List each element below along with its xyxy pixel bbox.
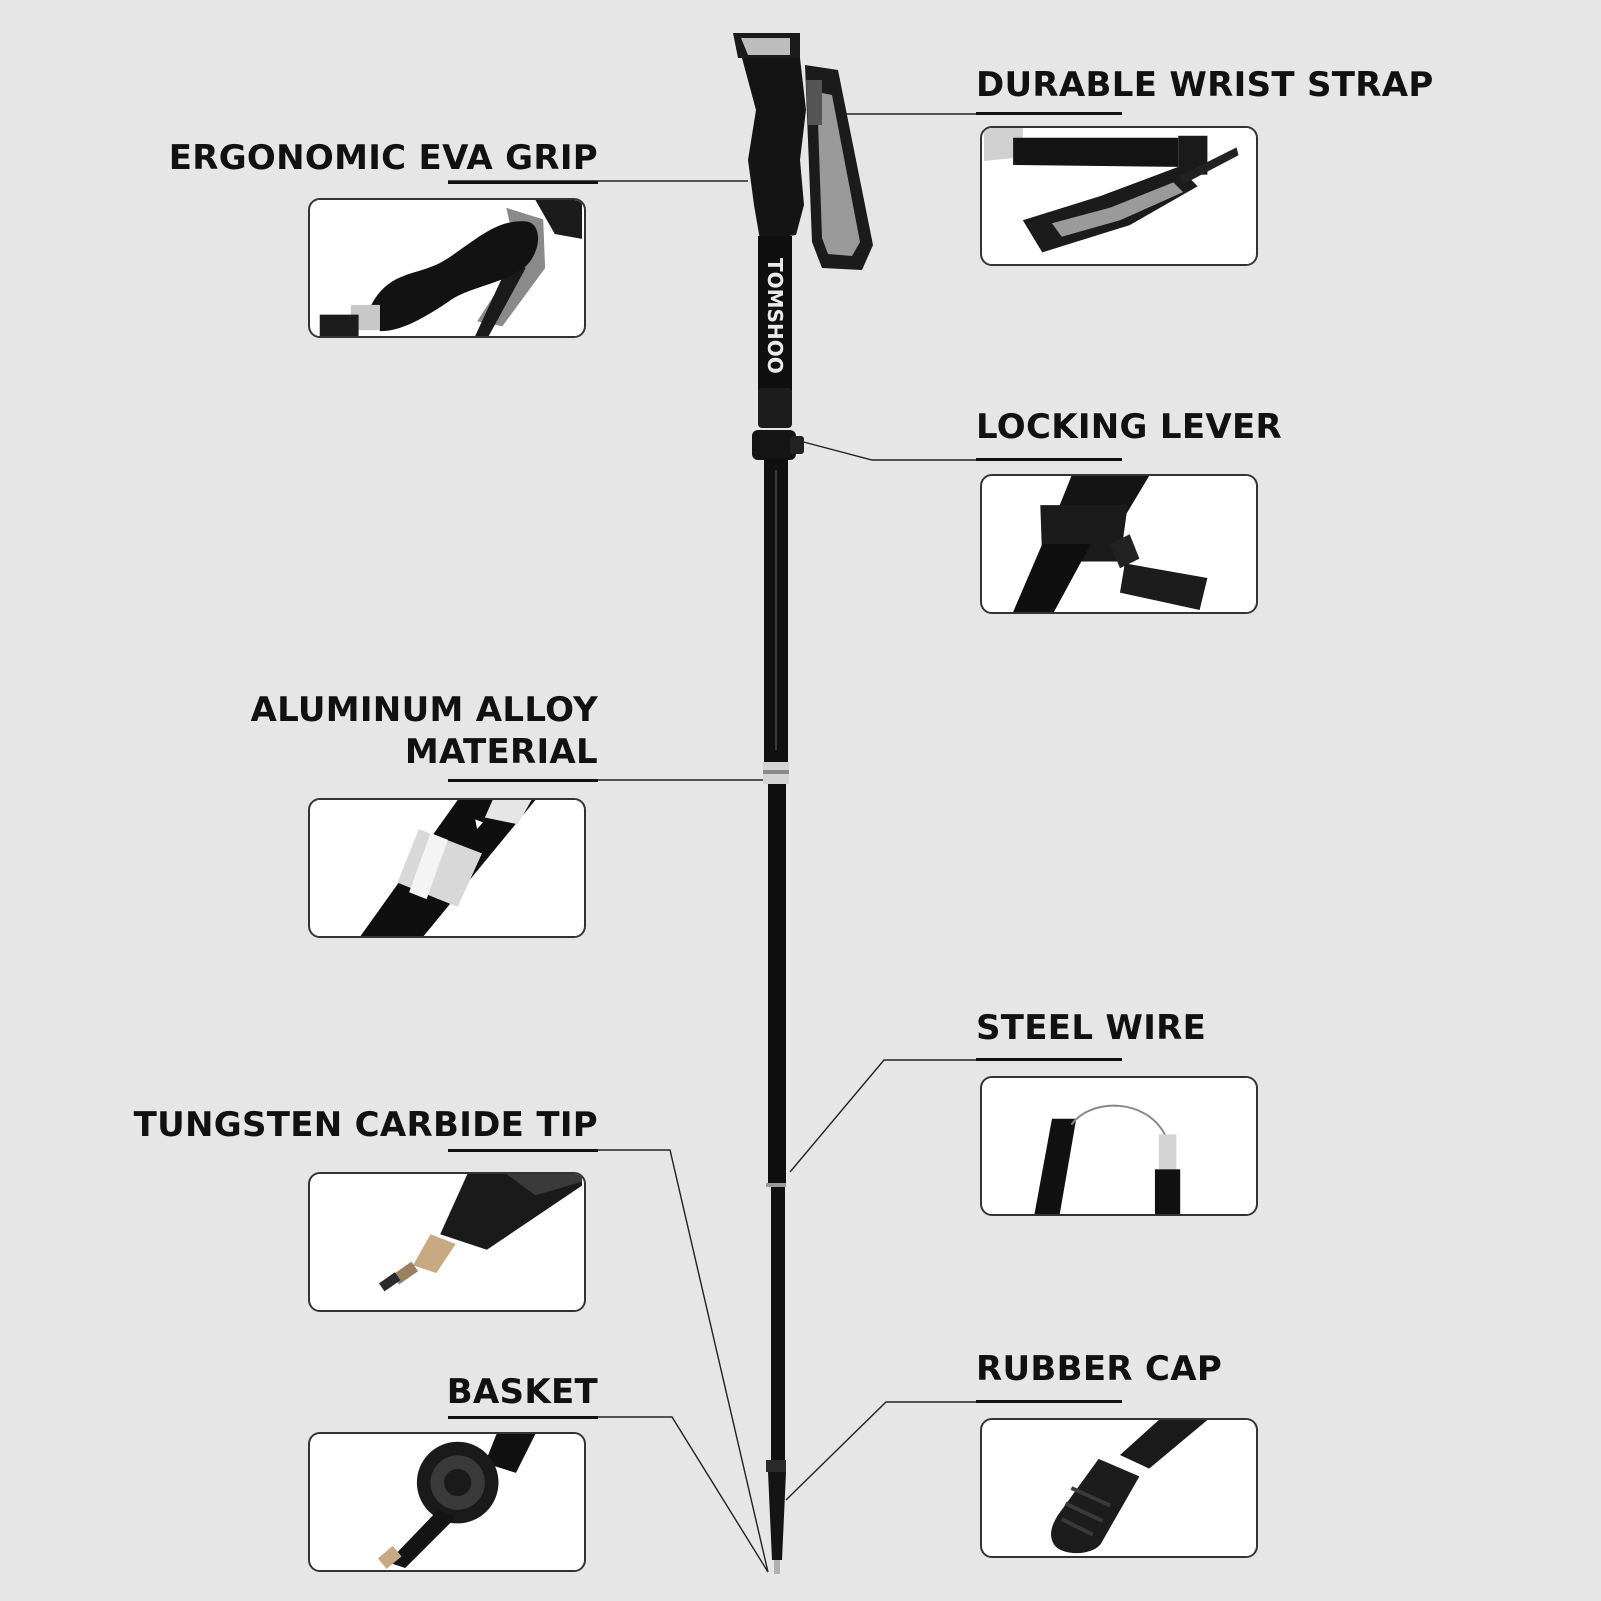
underline-wire (976, 1058, 1122, 1061)
label-aluminum-alloy-line1: ALUMINUM ALLOY (250, 690, 598, 730)
thumbnail-locking-lever-closeup (980, 474, 1258, 614)
label-rubber-cap: RUBBER CAP (976, 1349, 1223, 1389)
thumbnail-steel-wire-closeup (980, 1076, 1258, 1216)
locking-lever (758, 388, 792, 428)
label-basket: BASKET (446, 1372, 598, 1412)
label-tungsten-carbide-tip: TUNGSTEN CARBIDE TIP (133, 1105, 598, 1145)
thumbnail-rubber-cap-closeup (980, 1418, 1258, 1558)
label-durable-wrist-strap: DURABLE WRIST STRAP (976, 65, 1434, 105)
label-steel-wire: STEEL WIRE (976, 1008, 1207, 1048)
thumbnail-tungsten-tip-closeup (308, 1172, 586, 1312)
thumbnail-basket-closeup (308, 1432, 586, 1572)
underline-strap (976, 112, 1122, 115)
grip (742, 58, 806, 240)
label-ergonomic-eva-grip: ERGONOMIC EVA GRIP (168, 138, 598, 178)
underline-alloy (448, 779, 598, 782)
underline-grip (448, 181, 598, 184)
pole-foot (768, 1472, 786, 1560)
label-locking-lever: LOCKING LEVER (976, 407, 1283, 447)
thumbnail-grip-closeup (308, 198, 586, 338)
thumbnail-wrist-strap-closeup (980, 126, 1258, 266)
underline-basket (448, 1416, 598, 1419)
pole-brand-text: TOMSHOO (763, 258, 787, 374)
underline-tip (448, 1149, 598, 1152)
thumbnail-alloy-closeup (308, 798, 586, 938)
pole: TOMSHOO (733, 33, 873, 1574)
underline-cap (976, 1400, 1122, 1403)
underline-lever (976, 458, 1122, 461)
label-aluminum-alloy-line2: MATERIAL (404, 732, 598, 772)
